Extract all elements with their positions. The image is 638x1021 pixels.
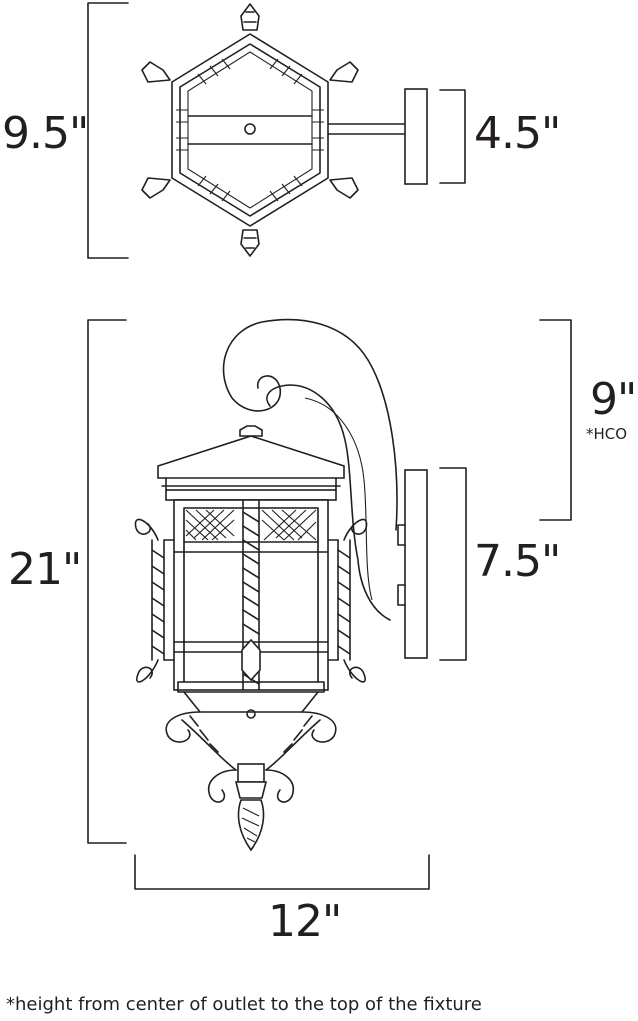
dimension-depth: 9.5" bbox=[2, 108, 89, 159]
lattice-band bbox=[183, 507, 319, 543]
hco-bracket bbox=[539, 319, 572, 521]
width-bracket bbox=[134, 854, 430, 890]
backplate-height-bracket bbox=[439, 467, 467, 661]
backplate-top-view bbox=[404, 88, 428, 185]
bottom-scroll-cradle bbox=[165, 711, 337, 803]
side-view bbox=[87, 318, 572, 890]
top-view bbox=[87, 2, 466, 259]
roof-finial bbox=[239, 425, 263, 437]
center-hub bbox=[244, 123, 256, 135]
depth-bracket bbox=[87, 2, 129, 259]
bottom-finial bbox=[237, 799, 265, 852]
dimension-backplate-height: 7.5" bbox=[474, 536, 561, 587]
backplate-side-view bbox=[404, 469, 428, 659]
dimension-hco-note: *HCO bbox=[586, 425, 628, 443]
hexagon-middle bbox=[179, 43, 321, 217]
hexagon-lattice bbox=[176, 58, 324, 202]
center-bar bbox=[187, 115, 313, 145]
hexagon-outer bbox=[171, 33, 329, 227]
wall-arm-top bbox=[327, 123, 406, 135]
roof bbox=[157, 435, 345, 479]
finials-top-view bbox=[141, 3, 359, 257]
dimension-hco: 9" bbox=[590, 374, 637, 425]
dimension-overall-height: 21" bbox=[8, 544, 82, 595]
scroll-arm bbox=[222, 318, 398, 621]
dimension-overall-width: 12" bbox=[268, 896, 342, 947]
footnote: *height from center of outlet to the top… bbox=[6, 994, 482, 1015]
hexagon-inner bbox=[187, 51, 313, 209]
backplate-width-bracket bbox=[439, 89, 466, 184]
twisted-side-rods bbox=[134, 518, 368, 683]
dimension-backplate-width: 4.5" bbox=[474, 108, 561, 159]
height-bracket bbox=[87, 319, 127, 844]
